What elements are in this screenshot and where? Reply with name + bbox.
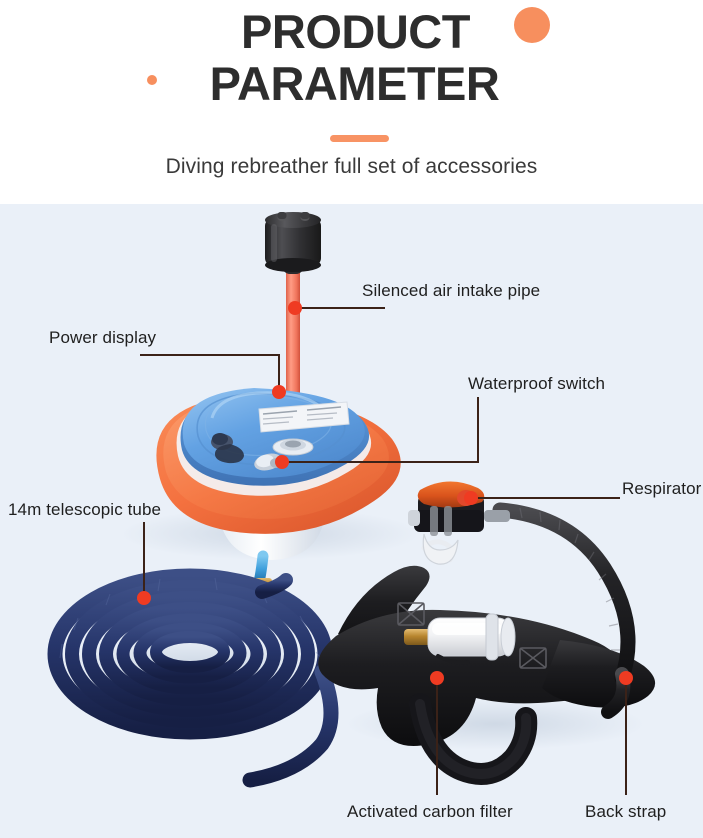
callout-label-waterproof-switch: Waterproof switch <box>468 374 606 393</box>
page-title-line-2: PARAMETER <box>209 57 500 110</box>
strap-stitch-patch <box>397 602 547 669</box>
hose-tail <box>242 664 339 788</box>
page-subtitle: Diving rebreather full set of accessorie… <box>165 155 538 178</box>
filter-collar <box>485 613 499 661</box>
product-illustration <box>47 212 656 788</box>
air-intake-filter-cap <box>265 212 321 274</box>
callout-label-silenced-air-intake-pipe: Silenced air intake pipe <box>362 281 541 300</box>
page-title: PRODUCT PARAMETER <box>0 6 703 110</box>
callout-label-respirator: Respirator <box>622 479 702 498</box>
activated-carbon-filter-cylinder <box>404 613 516 665</box>
callout-label-power-display: Power display <box>49 328 157 347</box>
filter-brass-fitting <box>404 629 432 645</box>
back-strap <box>542 640 656 708</box>
title-divider-bar <box>330 135 389 142</box>
regulator-body <box>408 481 510 565</box>
callout-label-activated-carbon-filter: Activated carbon filter <box>347 802 513 821</box>
regulator-cover <box>417 481 485 508</box>
callout-label-back-strap: Back strap <box>585 802 667 821</box>
callout-label-telescopic-tube: 14m telescopic tube <box>8 500 162 519</box>
product-illustration-area <box>0 204 703 838</box>
header-banner: PRODUCT PARAMETER Diving rebreather full… <box>0 0 703 204</box>
mouthpiece <box>422 533 459 565</box>
power-display-indicator <box>211 433 244 464</box>
decorative-dot-icon <box>147 75 157 85</box>
telescopic-hose-coil <box>47 568 339 788</box>
decorative-circle-icon <box>514 7 550 43</box>
intake-pipe-collar <box>272 438 314 456</box>
regulator-purge-button <box>457 490 475 506</box>
floating-compressor-unit <box>156 388 401 591</box>
respirator-hose <box>492 502 636 686</box>
harness-body-panel <box>318 609 621 746</box>
waterproof-switch-knob <box>254 453 282 471</box>
page-title-line-1: PRODUCT <box>241 5 470 58</box>
regulator-hose-fitting <box>484 510 510 522</box>
